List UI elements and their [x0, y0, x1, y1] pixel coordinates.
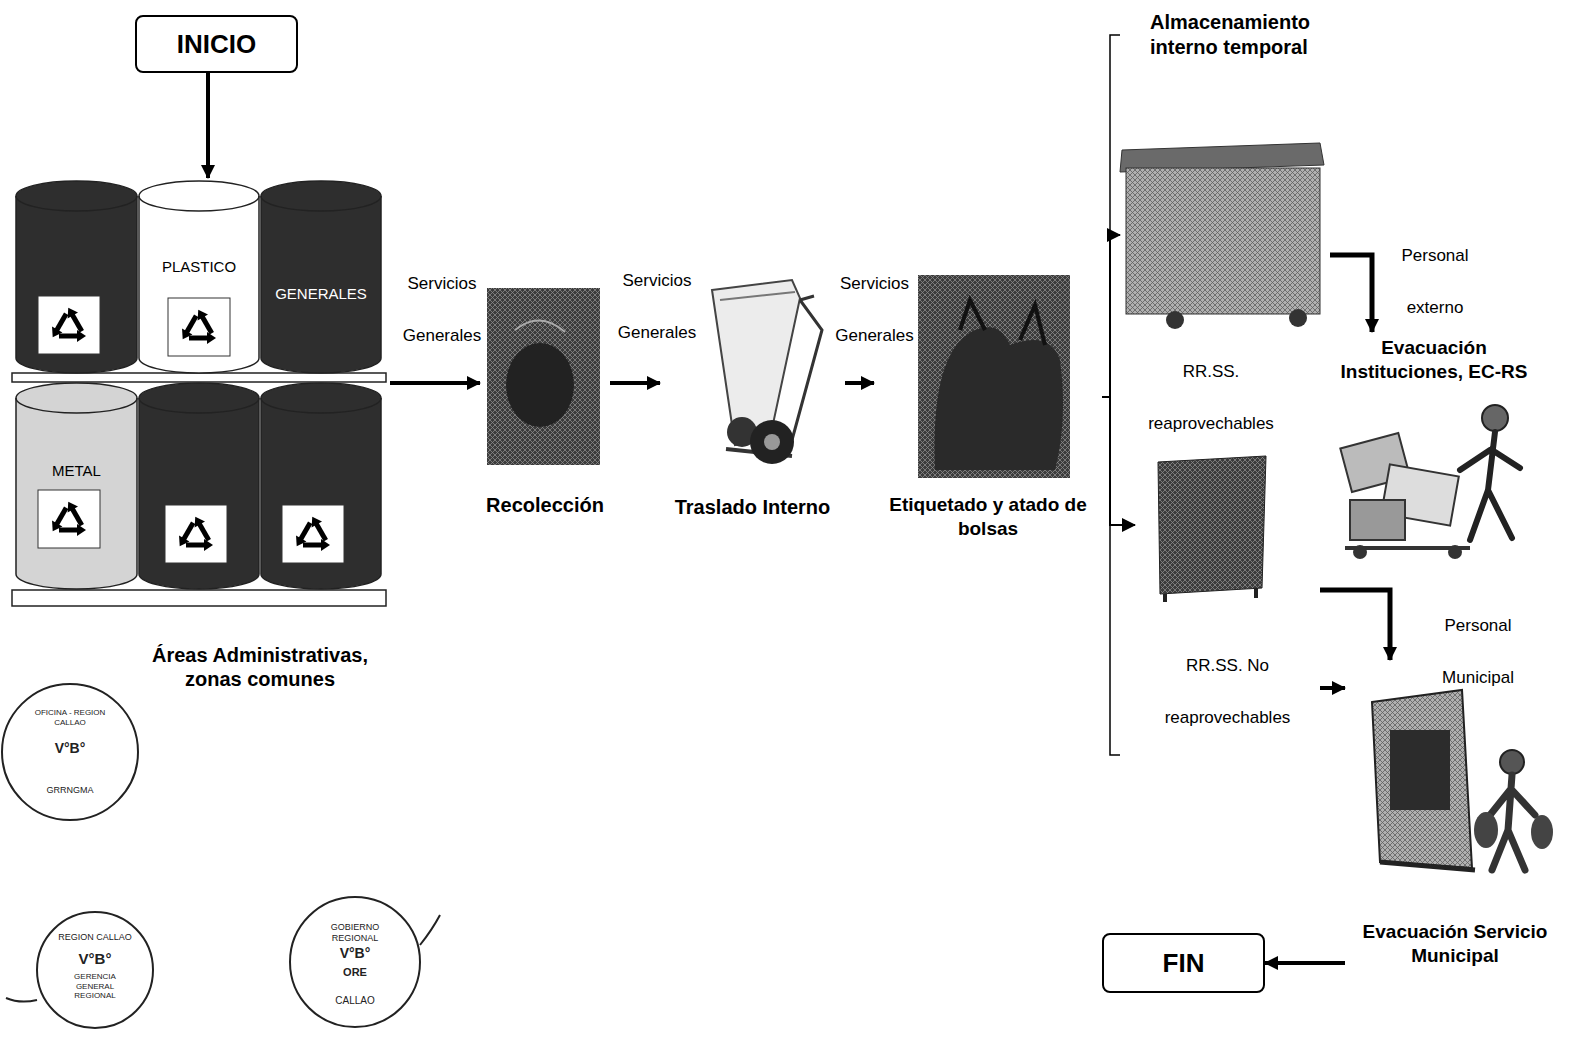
stamp-text: V°B° [45, 740, 95, 757]
edge-label: Personal externo [1395, 230, 1475, 334]
stamp-text: CALLAO [325, 995, 385, 1007]
stamp-text: REGION CALLAO [55, 932, 135, 943]
transfer-step: Traslado Interno [660, 270, 845, 530]
flow-arrow [610, 381, 660, 385]
recycle-symbol [38, 490, 100, 548]
node-text: INICIO [137, 17, 296, 71]
node-text: GENERALES [260, 285, 382, 303]
node-text: RR.SS. reaprovechables [1131, 346, 1291, 450]
general-bin: GENERALES [260, 180, 382, 374]
metal-bin: METAL [15, 382, 138, 590]
bin-shape [261, 181, 381, 373]
edge-label: Servicios Generales [832, 258, 917, 362]
stamp-text: GERENCIA GENERAL REGIONAL [60, 972, 130, 1001]
flow-arrow [1330, 255, 1372, 332]
collection-photo [487, 288, 600, 465]
stamp-text: OFICINA - REGION CALLAO [20, 708, 120, 727]
bags-photo [918, 275, 1070, 478]
flow-arrow [1320, 686, 1345, 690]
bin-outline [15, 382, 138, 590]
edge-label: Servicios Generales [612, 255, 702, 359]
node-text: PLASTICO [138, 258, 260, 276]
node-text: METAL [15, 462, 138, 480]
hand-truck-drawing [712, 280, 822, 464]
stamp-text: ORE [340, 966, 370, 979]
waste-bin-drawing [1158, 456, 1266, 602]
node-text: Almacenamiento interno temporal [1150, 10, 1330, 60]
bracket [1110, 35, 1120, 755]
stamp-text: V°B° [330, 945, 380, 962]
node-text: Evacuación Servicio Municipal [1345, 920, 1565, 968]
node-text: Traslado Interno [660, 495, 845, 519]
stamp-text: GOBIERNO REGIONAL [310, 922, 400, 944]
collection-step: Recolección [480, 285, 610, 525]
recycle-symbol [282, 505, 344, 563]
storage-step: Almacenamiento interno temporalRR.SS. re… [1120, 8, 1330, 454]
node-text: RR.SS. No reaprovechables [1135, 640, 1320, 744]
recycle-symbol [38, 296, 100, 354]
flow-arrow [845, 381, 874, 385]
end-box: FIN [1102, 933, 1265, 993]
bin-shape [16, 181, 137, 373]
start-box: INICIO [135, 15, 298, 73]
labeling-step: Etiquetado y atado de bolsas [874, 270, 1102, 555]
edge-label: Servicios Generales [398, 258, 486, 362]
bin-outline [138, 180, 260, 374]
flow-arrow [1265, 961, 1345, 965]
node-text: FIN [1104, 935, 1263, 991]
institution-pickup: Evacuación Instituciones, EC-RS [1320, 332, 1548, 567]
flow-arrow [1102, 235, 1120, 397]
institution-pickup-drawing [1340, 405, 1520, 559]
node-text: Áreas Administrativas, zonas comunes [125, 643, 395, 691]
flow-arrow [390, 381, 480, 385]
municipal-pickup: Evacuación Servicio Municipal [1345, 660, 1565, 985]
stamp-text: V°B° [70, 950, 120, 968]
municipal-truck-drawing [1372, 690, 1553, 870]
recycle-symbol [168, 298, 230, 356]
approval-stamps [2, 684, 440, 1028]
bin-shape [139, 383, 259, 589]
bin-shape [139, 181, 259, 373]
bin-rack: Áreas Administrativas, zonas comunesPLAS… [10, 178, 390, 738]
edge-label: Personal Municipal [1428, 600, 1528, 704]
node-text: Evacuación Instituciones, EC-RS [1320, 336, 1548, 384]
node-text: Etiquetado y atado de bolsas [874, 493, 1102, 541]
non-reusable-bin: RR.SS. No reaprovechables [1135, 450, 1320, 748]
flow-arrow [1320, 590, 1390, 660]
stamp-text: GRRNGMA [30, 785, 110, 796]
bin-shape [16, 383, 137, 589]
storage-container [1120, 143, 1324, 329]
flow-arrow [206, 73, 210, 178]
bin-shape [261, 383, 381, 589]
plastic-bin: PLASTICO [138, 180, 260, 374]
recycle-symbol [165, 505, 227, 563]
node-text: Recolección [480, 493, 610, 517]
bin-outline [260, 180, 382, 374]
flow-arrow [1102, 397, 1135, 525]
